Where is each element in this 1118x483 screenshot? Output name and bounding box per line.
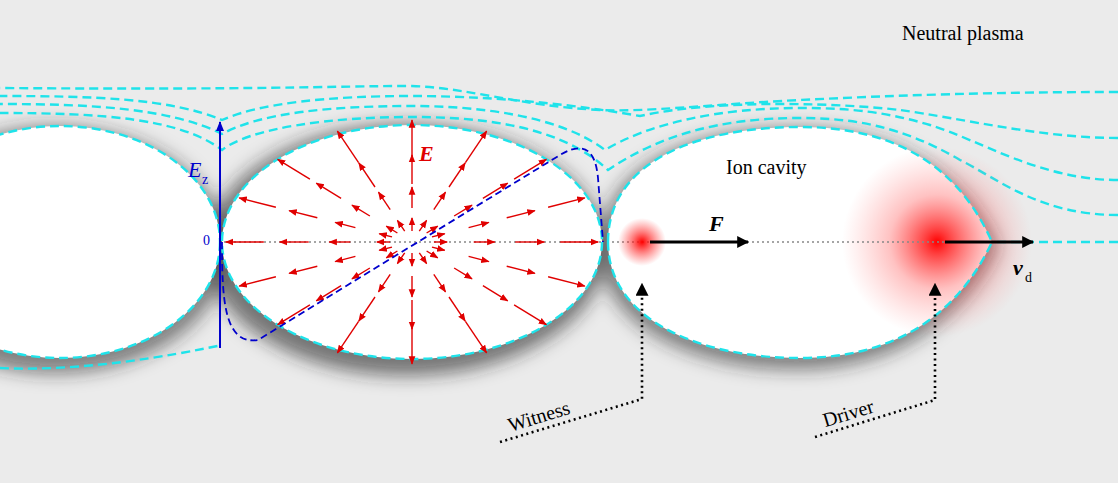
field-arrow <box>434 192 446 209</box>
field-arrow <box>449 297 465 321</box>
electron-trajectories <box>0 86 1118 369</box>
field-arrow <box>329 241 350 242</box>
field-arrow <box>379 274 391 291</box>
field-arrow <box>434 274 446 291</box>
field-arrow <box>289 266 317 273</box>
field-arrow <box>507 211 535 218</box>
axis-zero: 0 <box>203 233 210 248</box>
field-symbol: E <box>419 142 434 166</box>
field-arrow <box>514 305 546 325</box>
field-arrow <box>483 183 508 198</box>
field-arrow <box>427 251 438 258</box>
field-arrow <box>289 211 317 218</box>
field-arrow <box>379 247 392 250</box>
field-arrow <box>337 321 358 353</box>
axis-symbol: E <box>188 158 201 182</box>
field-arrow <box>411 218 412 231</box>
electric-field-arrows <box>226 120 598 364</box>
bunch-label: Witness <box>505 396 572 436</box>
field-arrow <box>316 183 341 198</box>
field-arrow <box>548 198 585 207</box>
field-arrow <box>316 286 341 301</box>
field-arrow <box>465 321 486 353</box>
field-arrow <box>280 241 309 242</box>
ion-cavity-left <box>0 126 220 358</box>
field-arrow <box>239 277 276 286</box>
field-arrow <box>514 159 546 179</box>
field-arrow <box>411 155 412 184</box>
field-arrow <box>560 241 598 242</box>
velocity-symbol: v <box>1013 256 1023 280</box>
field-arrow <box>352 205 370 216</box>
field-arrow <box>411 120 412 158</box>
field-arrow <box>411 300 412 329</box>
region-label: Ion cavity <box>726 156 807 179</box>
velocity-subscript: d <box>1025 270 1032 285</box>
field-arrow <box>359 297 375 321</box>
field-arrow <box>239 198 276 207</box>
field-arrow <box>335 222 355 227</box>
field-arrow <box>377 241 390 242</box>
field-arrow <box>386 251 397 258</box>
field-arrow <box>411 276 412 297</box>
field-arrow <box>335 256 355 261</box>
field-arrow <box>432 234 445 237</box>
force-symbol: F <box>709 212 724 236</box>
region-label: Neutral plasma <box>902 22 1024 44</box>
field-arrow <box>379 192 391 209</box>
field-arrow <box>474 241 495 242</box>
field-arrow <box>226 241 264 242</box>
field-arrow <box>469 256 489 261</box>
field-arrow <box>454 268 472 279</box>
field-arrow <box>411 326 412 364</box>
field-arrow <box>434 241 447 242</box>
propagation-axis <box>224 241 602 242</box>
field-arrow <box>411 187 412 208</box>
field-arrow <box>515 241 544 242</box>
field-arrow <box>548 277 585 286</box>
field-arrow <box>359 163 375 187</box>
field-arrow <box>449 163 465 187</box>
field-arrow <box>419 220 426 231</box>
field-arrow <box>411 253 412 266</box>
field-arrow <box>469 222 489 227</box>
ez-curve <box>222 148 603 340</box>
field-arrow <box>337 131 358 163</box>
field-arrow <box>432 247 445 250</box>
field-arrow <box>379 234 392 237</box>
field-arrow <box>397 253 404 264</box>
field-arrow <box>483 286 508 301</box>
ion-cavity-middle <box>222 125 602 359</box>
axis-subscript: z <box>202 172 208 187</box>
field-arrow <box>386 226 397 233</box>
field-arrow <box>278 159 310 179</box>
field-arrow <box>465 131 486 163</box>
field-arrow <box>397 220 404 231</box>
ez-axis <box>219 122 221 348</box>
field-arrow <box>278 305 310 325</box>
field-arrow <box>507 266 535 273</box>
field-arrow <box>419 253 426 264</box>
cavity-region: Ion cavity <box>600 120 1000 365</box>
